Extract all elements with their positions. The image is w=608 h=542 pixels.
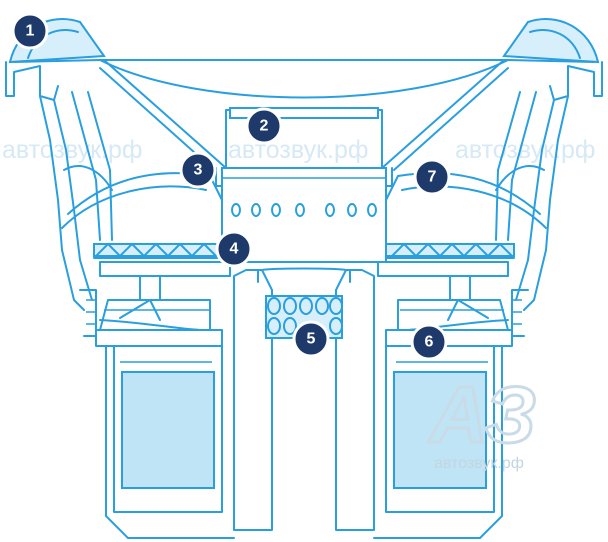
watermark-left: автозвук.рф <box>2 136 142 164</box>
svg-text:7: 7 <box>428 169 437 186</box>
svg-text:5: 5 <box>307 331 316 348</box>
svg-text:1: 1 <box>26 23 35 40</box>
logo-watermark-mark: АЗ <box>428 370 536 459</box>
watermark-center: автозвук.рф <box>228 136 368 164</box>
watermark-right: автозвук.рф <box>455 136 595 164</box>
callout-6: 6 <box>410 323 448 361</box>
callout-3: 3 <box>179 151 217 189</box>
pole-piece <box>233 267 375 531</box>
callout-2: 2 <box>245 107 283 145</box>
svg-text:2: 2 <box>260 118 269 135</box>
svg-text:4: 4 <box>230 241 239 258</box>
logo-watermark-caption: автозвук.рф <box>434 455 524 472</box>
former-vent-holes <box>231 203 377 217</box>
callout-5: 5 <box>292 320 330 358</box>
svg-text:6: 6 <box>425 334 434 351</box>
callout-7: 7 <box>413 158 451 196</box>
logo-watermark: АЗ автозвук.рф <box>427 369 538 473</box>
lower-suspension <box>99 299 509 331</box>
callout-4: 4 <box>215 230 253 268</box>
callout-1: 1 <box>11 12 49 50</box>
magnet-assembly <box>105 345 503 539</box>
svg-text:3: 3 <box>194 162 203 179</box>
